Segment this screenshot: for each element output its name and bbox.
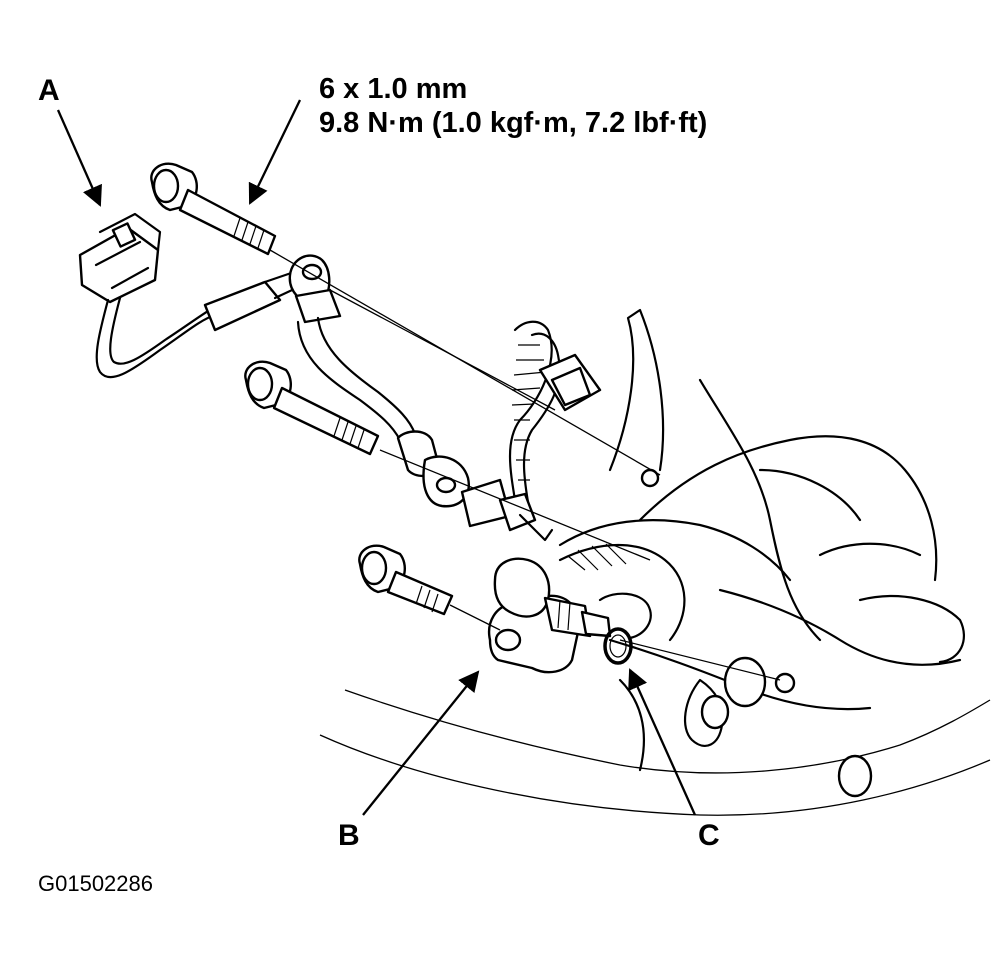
bolt-middle <box>244 360 380 456</box>
sensor-b <box>487 557 612 674</box>
callout-label-a: A <box>38 74 60 107</box>
callout-arrow-bolt <box>248 99 302 205</box>
o-ring-c <box>603 627 633 665</box>
connector-a <box>78 212 162 304</box>
harness-bracket <box>288 254 554 542</box>
sensor-wire <box>95 268 307 379</box>
figure-code: G01502286 <box>38 871 153 896</box>
callout-arrow-a <box>56 109 102 207</box>
assembly-lines <box>269 249 781 681</box>
engine-housing <box>319 308 991 816</box>
callout-arrow-c <box>628 668 697 816</box>
bolt-lower <box>358 544 454 616</box>
bolt-torque-label: 9.8 N·m (1.0 kgf·m, 7.2 lbf·ft) <box>319 107 707 139</box>
bolt-size-label: 6 x 1.0 mm <box>319 73 467 105</box>
callout-label-c: C <box>698 819 720 852</box>
callout-arrow-b <box>362 670 480 816</box>
callout-label-b: B <box>338 819 360 852</box>
bolt-upper <box>150 162 277 256</box>
